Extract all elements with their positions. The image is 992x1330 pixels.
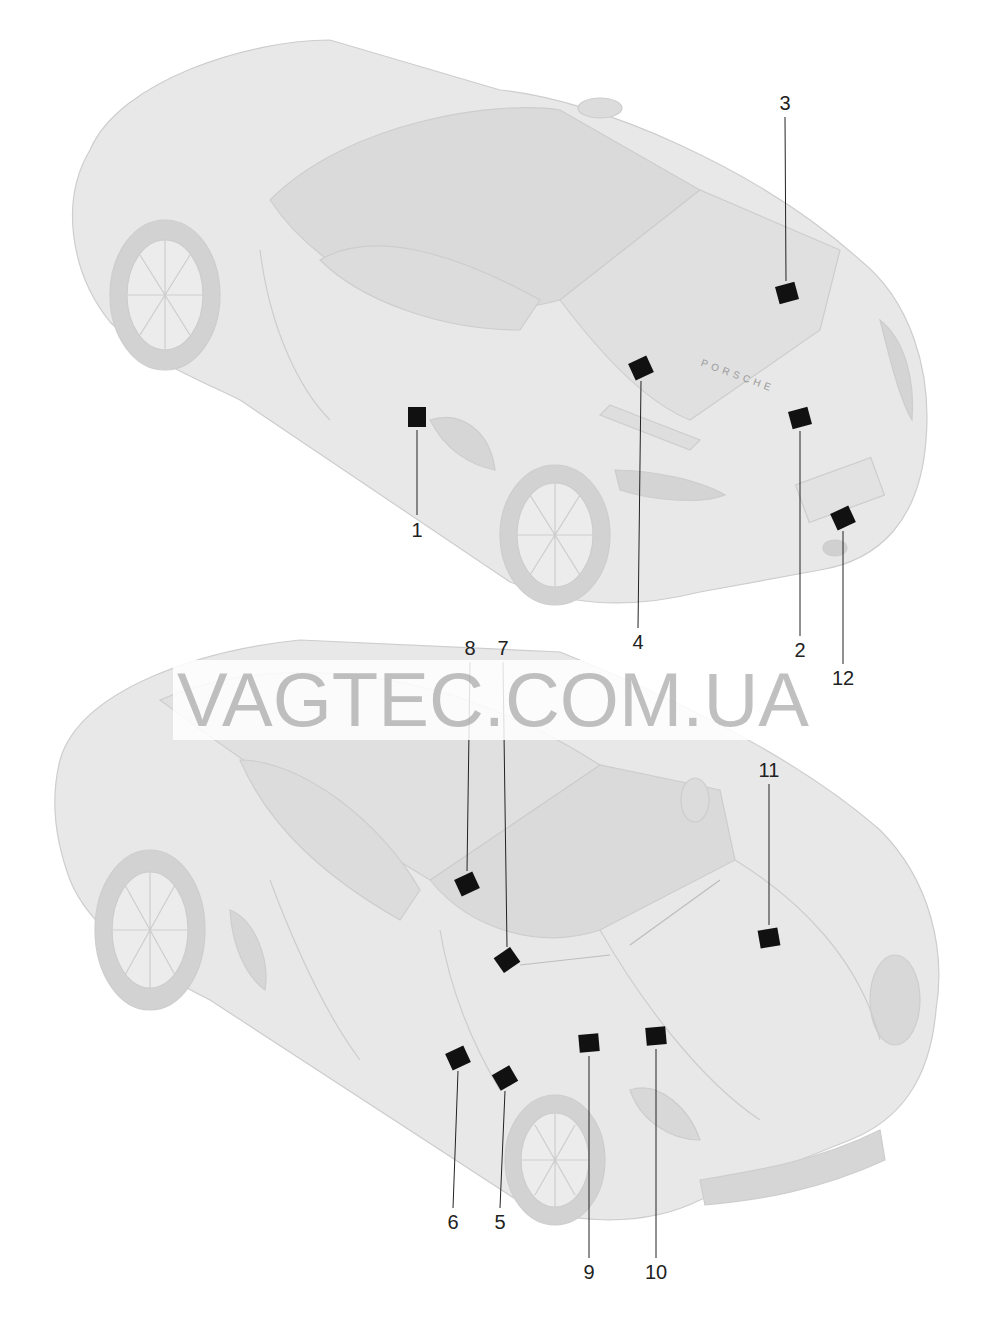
callout-number: 4 [632, 632, 643, 652]
callout-number: 11 [759, 760, 780, 780]
position-marker [645, 1026, 666, 1046]
front-view-car [55, 640, 939, 1225]
leader-line [500, 1091, 505, 1208]
wheel-spokes [127, 240, 593, 587]
mirror [578, 98, 622, 118]
leader-line [638, 381, 641, 628]
position-marker [758, 927, 781, 948]
bumper-intake [700, 1130, 885, 1205]
leader-line [656, 1049, 657, 1258]
leader-line [417, 430, 418, 515]
leader-line [453, 1071, 458, 1208]
bonnet-line [600, 860, 880, 1120]
callout-number: 12 [832, 668, 854, 688]
callout-number: 9 [583, 1262, 594, 1282]
position-marker [788, 407, 812, 430]
car-body [55, 640, 939, 1220]
tail-light [615, 470, 725, 500]
position-marker [408, 407, 426, 427]
leader-line [843, 531, 844, 664]
callout-number: 2 [794, 640, 805, 660]
rear-view-car [73, 40, 927, 605]
position-marker [492, 1065, 518, 1091]
engine-lid [560, 190, 840, 420]
side-window [320, 246, 540, 330]
spoiler [600, 405, 700, 450]
position-marker [494, 947, 521, 973]
side-intake [430, 417, 495, 470]
leader-line [769, 784, 770, 925]
wheel-spokes [112, 872, 589, 1207]
leader-line [800, 431, 801, 636]
wiper [520, 880, 720, 965]
callout-number: 7 [497, 638, 508, 658]
position-marker [578, 1033, 599, 1053]
callout-number: 1 [411, 520, 422, 540]
mirror [681, 778, 709, 822]
leader-line [785, 117, 786, 281]
callout-number: 6 [447, 1212, 458, 1232]
position-marker [454, 872, 480, 897]
side-window [240, 760, 420, 920]
callout-number: 3 [779, 93, 790, 113]
position-marker [445, 1046, 471, 1071]
position-marker [775, 282, 799, 305]
door-line [260, 250, 330, 420]
callout-number: 10 [645, 1262, 667, 1282]
position-marker [830, 506, 856, 531]
watermark: VAGTEC.COM.UA [173, 660, 813, 740]
car-body [73, 40, 927, 603]
position-marker [628, 356, 654, 381]
side-intake [230, 910, 266, 990]
tail-light [880, 320, 913, 420]
door-line [270, 880, 500, 1090]
headlight [630, 1088, 700, 1140]
callout-number: 8 [464, 638, 475, 658]
leader-line [589, 1056, 590, 1258]
callout-number: 5 [494, 1212, 505, 1232]
